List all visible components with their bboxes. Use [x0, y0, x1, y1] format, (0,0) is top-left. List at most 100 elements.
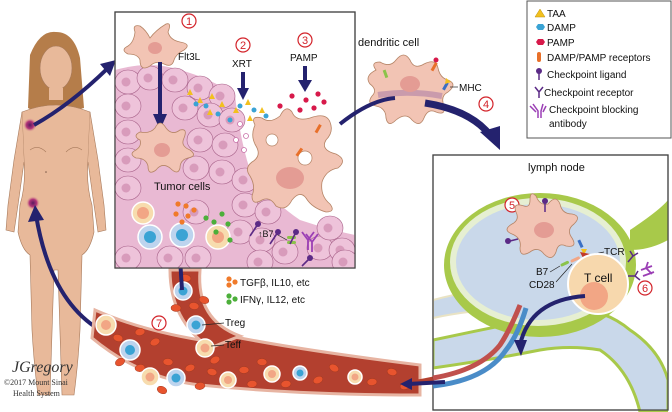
dendritic-cell-label: dendritic cell: [358, 37, 419, 49]
pamp-molecule: [277, 103, 283, 109]
step-1-circle: [181, 13, 197, 29]
cytokine-stimulatory: [227, 237, 233, 243]
cytokine-legend: TGFβ, IL10, etc IFNγ, IL12, etc: [226, 276, 310, 306]
b7-upregulated-label: ↑B7: [258, 229, 274, 239]
damp-molecule: [263, 113, 269, 119]
legend-label-taa: TAA: [547, 9, 566, 20]
teff-cell-labeled: [195, 338, 215, 358]
cytokine-suppressive: [179, 219, 185, 225]
legend-label-receptors: DAMP/PAMP receptors: [547, 53, 651, 64]
treg-cell: [119, 339, 141, 361]
treg-cell-migrating: [173, 281, 193, 301]
damp-molecule: [193, 101, 199, 107]
cytokine-stimulatory: [203, 215, 209, 221]
step-2-circle: [235, 37, 251, 53]
damp-molecule: [215, 111, 221, 117]
cytokine-label-ifng: IFNγ, IL12, etc: [240, 295, 305, 306]
pamp-molecule: [321, 99, 327, 105]
legend-label-checkpoint-receptor: Checkpoint receptor: [544, 88, 634, 99]
legend-label-damp: DAMP: [547, 23, 576, 34]
cytokine-label-tgfb: TGFβ, IL10, etc: [240, 278, 310, 289]
pamp-molecule: [289, 93, 295, 99]
legend-label-pamp: PAMP: [547, 38, 575, 49]
efferent-artery: [432, 304, 523, 381]
y-receptor-icon: [534, 86, 544, 98]
red-blood-cell: [156, 385, 168, 395]
legend-entry-taa: TAA: [534, 8, 566, 20]
arrow-t-cell-exit: [518, 294, 586, 346]
cytokine-suppressive: [185, 213, 191, 219]
red-blood-cell: [329, 363, 339, 373]
arrow-vessel-to-lesion: [34, 214, 102, 332]
flt3l-label: Flt3L: [178, 52, 201, 63]
checkpoint-ligand-head: [255, 221, 261, 227]
cell-debris: [233, 137, 239, 143]
lymph-node-label: lymph node: [528, 162, 585, 174]
checkpoint-receptor-on-t-cell: [628, 270, 641, 281]
tumor-cell-nucleus: [323, 223, 333, 233]
red-blood-cell: [134, 364, 146, 372]
tumor-cell-nucleus: [253, 257, 263, 267]
tumor-cell-nucleus: [313, 243, 323, 253]
taa-antigen: [247, 115, 253, 121]
tumor-cell-nucleus: [218, 140, 228, 150]
dendritic-cell-immature: [123, 23, 188, 69]
cell-debris: [243, 133, 249, 139]
tumor-cell-nucleus: [238, 175, 248, 185]
tumor-cell-nucleus: [121, 183, 131, 193]
pamp-molecule: [297, 107, 303, 113]
artist-signature: JGregory: [12, 359, 74, 376]
metastatic-lesion: [26, 196, 40, 210]
mhc-label: MHC: [459, 83, 482, 94]
teff-cell: [219, 371, 237, 389]
blood-vessel: Treg Teff 7: [90, 268, 422, 397]
tumor-cell-nucleus: [338, 257, 348, 267]
red-blood-cells: [112, 274, 411, 395]
legend-entry-blocking-antibody: Checkpoint blocking antibody: [529, 103, 639, 130]
red-blood-cell: [206, 368, 218, 376]
tumor-cell-nucleus: [178, 103, 188, 113]
tumor-cells-label: Tumor cells: [154, 181, 211, 193]
tumor-cell-nucleus: [193, 83, 203, 93]
legend-entry-checkpoint-receptor: Checkpoint receptor: [534, 86, 634, 99]
copyright-line-2: Health System: [13, 389, 61, 398]
cytokine-suppressive: [191, 207, 197, 213]
checkpoint-ligand-head: [293, 229, 299, 235]
step-5-number: 5: [509, 200, 515, 212]
dendritic-cell-in-lymph-node: [505, 193, 590, 262]
left-arm: [87, 111, 107, 233]
damp-molecule: [227, 117, 233, 123]
pamp-molecule: [315, 91, 321, 97]
legend-label-blocking-antibody-2: antibody: [549, 119, 587, 130]
tumor-cell-nucleus: [168, 75, 178, 85]
tumor-cell-nucleus: [121, 253, 131, 263]
tumor-cell-nucleus: [278, 247, 288, 257]
red-blood-cell: [149, 337, 161, 347]
teff-label: Teff: [225, 340, 241, 351]
dendritic-cell-activated: [247, 108, 343, 213]
tumor-cell-nucleus: [121, 155, 131, 165]
checkpoint-ligand-head: [307, 255, 313, 261]
red-blood-cell: [256, 358, 268, 366]
cytokine-stimulatory: [211, 219, 217, 225]
tumor-microenvironment-panel: 1 Flt3L 2 XRT 3 PAMP ↑B7: [114, 11, 356, 269]
taa-antigen: [187, 89, 193, 95]
body: [17, 104, 95, 396]
pamp-molecule: [303, 97, 309, 103]
tumor-cell-nucleus: [215, 91, 225, 101]
red-blood-cell: [112, 334, 124, 342]
taa-antigen: [209, 93, 215, 99]
checkpoint-blocking-antibody: [640, 261, 655, 277]
teff-cell: [347, 369, 363, 385]
tumor-cell-nucleus: [255, 235, 265, 245]
b7-label: B7: [536, 267, 549, 278]
b7-molecule: [560, 260, 569, 267]
cd28-molecule: [570, 256, 580, 263]
treg-cell: [292, 365, 308, 381]
taa-antigen: [207, 109, 213, 115]
triangle-icon: [534, 8, 546, 18]
red-blood-cell: [209, 355, 221, 365]
treg-in-tumor: [137, 224, 163, 250]
cytokine-suppressive: [173, 211, 179, 217]
tumor-cell-nucleus: [238, 200, 248, 210]
